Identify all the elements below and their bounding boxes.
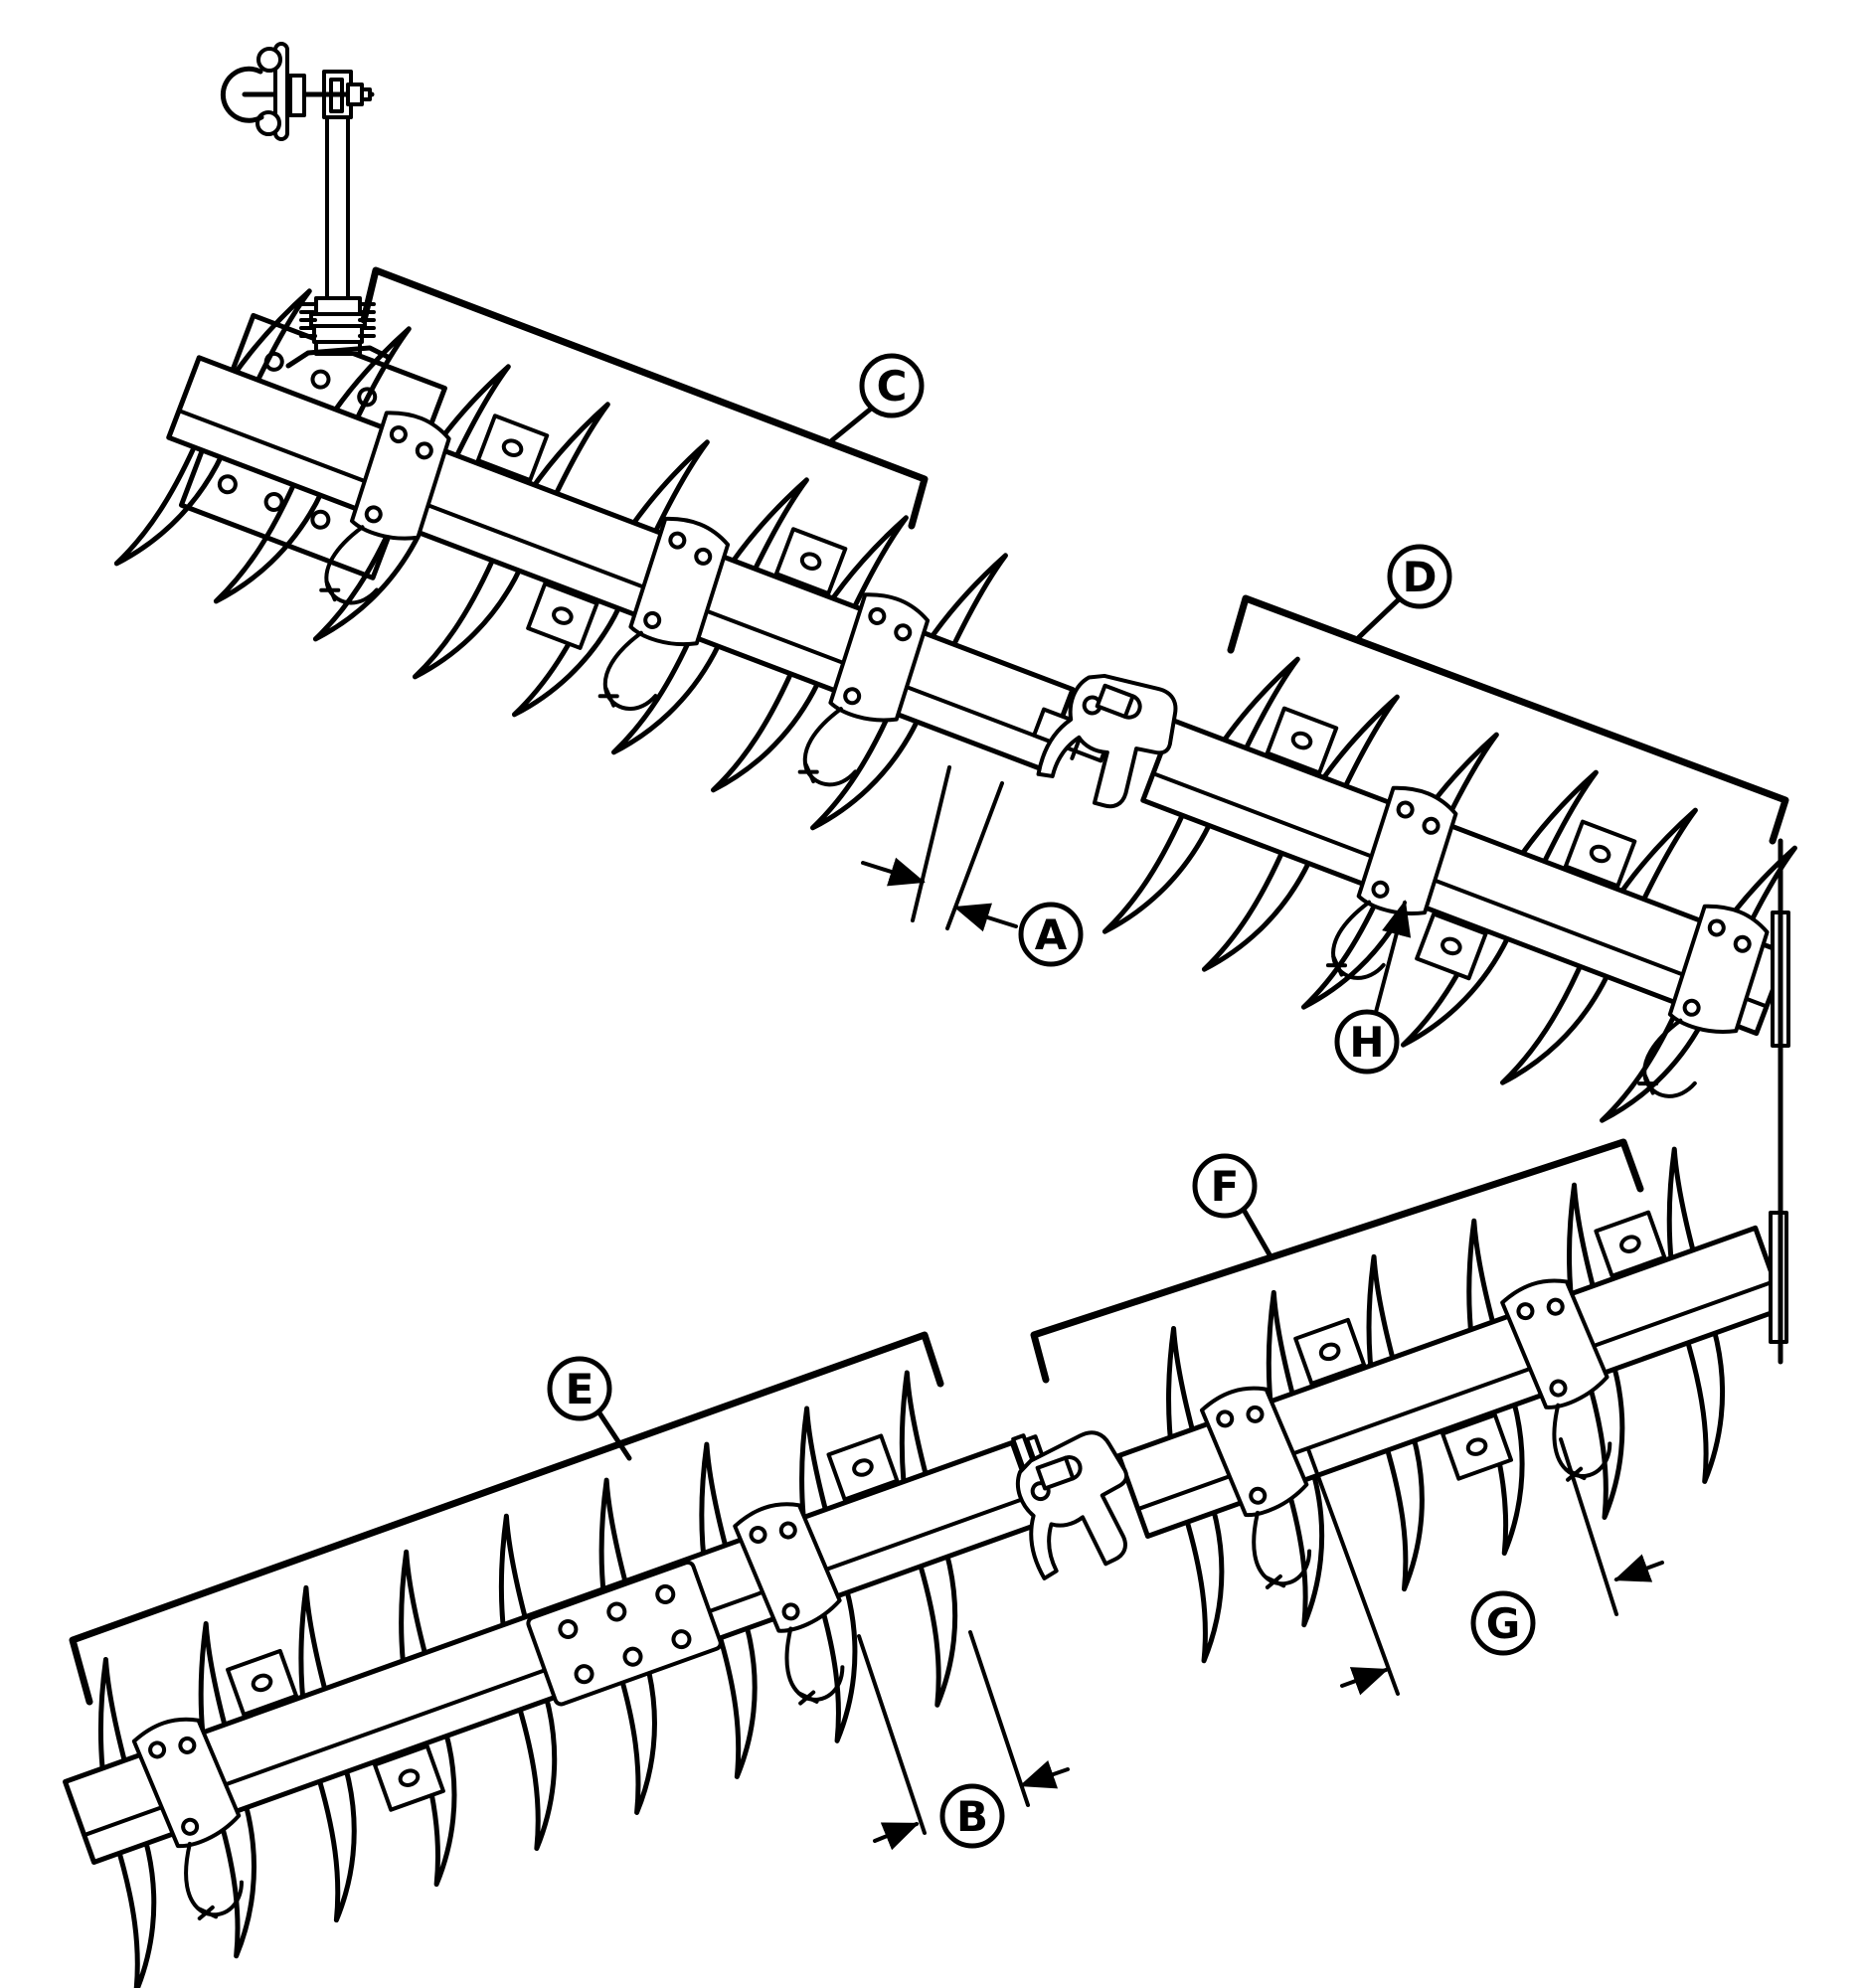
u-bolt-threads-left — [299, 302, 317, 338]
leveling-standard-assembly — [220, 42, 391, 369]
dimension-a — [861, 765, 1018, 932]
callout-letter-e: E — [566, 1365, 594, 1413]
extension-line — [968, 1630, 1030, 1807]
pointer-arrow-h — [1373, 900, 1412, 1018]
callout-letter-g: G — [1486, 1599, 1520, 1648]
mount-block — [312, 324, 364, 344]
callout-g: G — [1470, 1590, 1536, 1656]
extent-bracket-d — [1227, 594, 1789, 845]
callout-h: H — [1334, 1009, 1400, 1075]
dimension-g — [1306, 1437, 1664, 1696]
mount-block — [314, 296, 362, 316]
leader-line-e — [595, 1408, 632, 1461]
pivot-bolt-tip — [360, 87, 372, 101]
callout-letter-h: H — [1349, 1018, 1384, 1067]
callout-circle — [1018, 902, 1084, 967]
extent-bracket-e — [69, 1331, 944, 1706]
mount-base-foot — [285, 345, 391, 369]
callout-circle — [547, 1356, 612, 1421]
extension-line — [911, 765, 951, 922]
pivot-nut — [346, 83, 364, 106]
callout-e: E — [547, 1356, 612, 1421]
dimension-arrow — [1613, 1554, 1664, 1582]
swivel-loop-top — [256, 47, 282, 73]
callout-c: C — [859, 353, 925, 418]
callout-b: B — [939, 1783, 1005, 1849]
callout-d: D — [1387, 544, 1452, 609]
callout-circle — [1192, 1153, 1258, 1219]
extent-bracket-c — [360, 266, 929, 530]
callout-letter-c: C — [877, 362, 908, 411]
dimension-arrow — [873, 1822, 920, 1851]
callout-letter-d: D — [1403, 553, 1438, 601]
extent-bracket-f — [1030, 1138, 1644, 1384]
callout-circle — [939, 1783, 1005, 1849]
leader-line-d — [1356, 596, 1402, 640]
callout-letter-b: B — [956, 1792, 988, 1841]
callout-f: F — [1192, 1153, 1258, 1219]
dimension-b — [857, 1630, 1070, 1851]
callout-circle — [1334, 1009, 1400, 1075]
callout-circle — [1470, 1590, 1536, 1656]
callout-letter-f: F — [1211, 1162, 1240, 1211]
callout-a: A — [1018, 902, 1084, 967]
callout-circle — [859, 353, 925, 418]
dimension-arrow — [1340, 1667, 1389, 1696]
extension-line — [857, 1634, 927, 1835]
callout-circle — [1387, 544, 1452, 609]
extension-line — [1306, 1447, 1400, 1696]
callout-letter-a: A — [1035, 911, 1068, 959]
leader-line-f — [1241, 1207, 1273, 1259]
swivel-clamp — [220, 66, 264, 123]
keeper-plate — [288, 74, 306, 117]
leader-line-c — [829, 407, 873, 443]
gang-tube-edge — [1151, 771, 1770, 1009]
dimension-arrow — [861, 857, 926, 887]
extension-line — [1559, 1437, 1618, 1616]
dimension-arrow — [1019, 1759, 1070, 1789]
dimension-arrow — [953, 903, 1018, 932]
